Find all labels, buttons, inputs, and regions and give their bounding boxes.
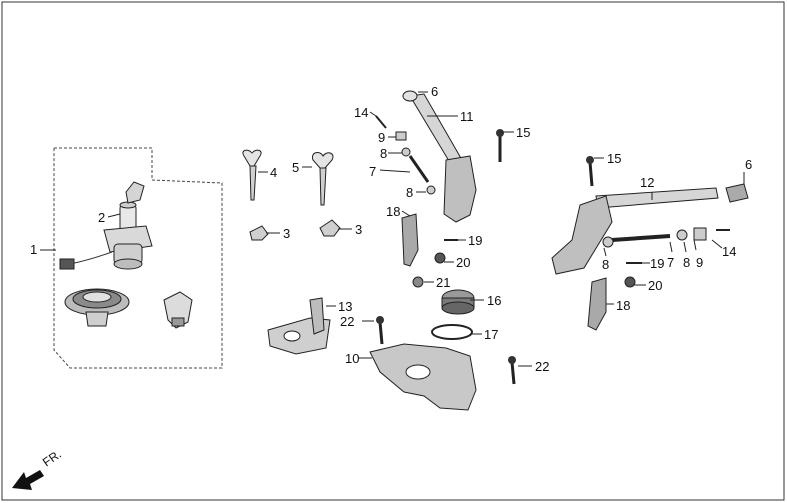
callout-17: 17 (484, 327, 499, 342)
bracket-13 (267, 297, 331, 355)
callout-20-left: 20 (456, 255, 471, 270)
key-fob-3a (249, 225, 269, 241)
bar-end-18-right (587, 277, 607, 331)
washer-17 (431, 324, 473, 340)
left-handlebar (402, 90, 477, 223)
callout-11: 11 (460, 109, 474, 124)
callout-15-right: 15 (607, 151, 622, 166)
callout-8-right-a: 8 (602, 257, 610, 272)
callout-8-right-b: 8 (683, 255, 691, 270)
callout-3-fob-a: 3 (283, 226, 291, 241)
shaft-7-left (408, 155, 430, 183)
washer-8-right-b (676, 229, 688, 241)
callout-18-left: 18 (386, 204, 401, 219)
callout-7-right: 7 (667, 255, 675, 270)
callout-2: 2 (98, 210, 106, 225)
leader-lines (40, 91, 745, 367)
steering-cap-16 (441, 289, 475, 315)
nut-21 (412, 276, 424, 288)
callout-5: 5 (292, 160, 300, 175)
collar-9-left (395, 131, 407, 141)
callout-19-right: 19 (650, 256, 665, 271)
callout-3-fob-b: 3 (355, 222, 363, 237)
ignition-kit-dashed-box (53, 147, 223, 369)
callout-21: 21 (436, 275, 451, 290)
washer-8-left-b (426, 185, 436, 195)
lock-cylinder (163, 291, 193, 329)
callout-13: 13 (338, 299, 353, 314)
callout-14-left: 14 (354, 105, 369, 120)
key-5 (311, 152, 334, 206)
callout-4: 4 (270, 165, 278, 180)
bar-end-18-left (401, 213, 419, 267)
washer-8-right-a (602, 236, 614, 248)
bolt-22-right (510, 361, 516, 385)
callout-16: 16 (487, 293, 502, 308)
callout-18-right: 18 (616, 298, 631, 313)
callout-20-right: 20 (648, 278, 663, 293)
callout-9-left: 9 (378, 130, 386, 145)
shaft-7-right (611, 234, 671, 242)
callout-22-right: 22 (535, 359, 550, 374)
bolt-20-left (434, 252, 446, 264)
callout-10: 10 (345, 351, 360, 366)
callout-6-left: 6 (431, 84, 439, 99)
callout-8-left-a: 8 (380, 146, 388, 161)
callout-15-left: 15 (516, 125, 531, 140)
callout-22-left: 22 (340, 314, 355, 329)
fuel-cap-lock (64, 288, 130, 327)
callout-8-left-b: 8 (406, 185, 414, 200)
bolt-15-right (588, 161, 594, 187)
callout-19-left: 19 (468, 233, 483, 248)
bolt-20-right (624, 276, 636, 288)
top-bridge-10 (369, 343, 477, 411)
callout-1: 1 (30, 242, 38, 257)
callout-9-right: 9 (696, 255, 704, 270)
front-direction-arrow-icon (12, 470, 44, 490)
callout-7-left: 7 (369, 164, 377, 179)
key-fob-3b (319, 219, 341, 237)
ignition-switch (59, 181, 153, 270)
callout-6-right: 6 (745, 157, 753, 172)
right-handlebar (551, 183, 749, 275)
callout-14-right: 14 (722, 244, 737, 259)
callout-12: 12 (640, 175, 655, 190)
key-4 (242, 149, 262, 201)
collar-9-right (693, 227, 707, 241)
pin-14-left (375, 115, 387, 129)
washer-8-left-a (401, 147, 411, 157)
bolt-22-left (378, 321, 384, 345)
